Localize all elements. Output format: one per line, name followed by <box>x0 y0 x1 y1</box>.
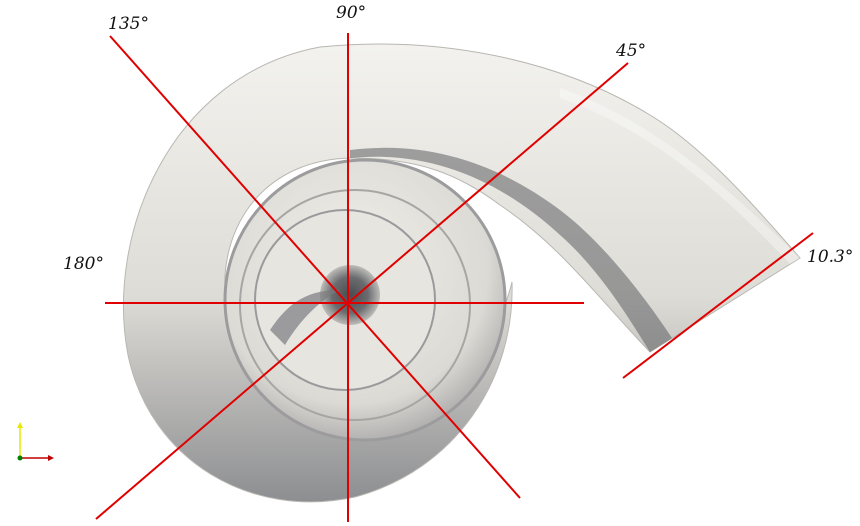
line-45 <box>95 62 629 520</box>
basal-turn-shadow <box>350 147 672 352</box>
angle-label-10-3: 10.3° <box>807 247 854 267</box>
reference-lines <box>95 33 814 522</box>
angle-label-135: 135° <box>108 14 149 34</box>
axis-origin <box>17 455 23 461</box>
axis-x-arrow-icon <box>48 455 54 461</box>
apical-center <box>320 265 380 325</box>
angle-label-90: 90° <box>336 3 367 23</box>
arm-highlight <box>560 88 800 264</box>
line-135 <box>109 35 521 499</box>
angle-label-45: 45° <box>616 41 647 61</box>
angle-label-180: 180° <box>63 254 104 274</box>
axis-y-arrow-icon <box>17 422 23 428</box>
apical-fold <box>270 290 340 345</box>
cochlea-model <box>122 43 801 503</box>
line-10-3 <box>622 232 814 379</box>
orientation-axes <box>17 422 54 461</box>
middle-turn-inner-edge <box>239 189 471 421</box>
